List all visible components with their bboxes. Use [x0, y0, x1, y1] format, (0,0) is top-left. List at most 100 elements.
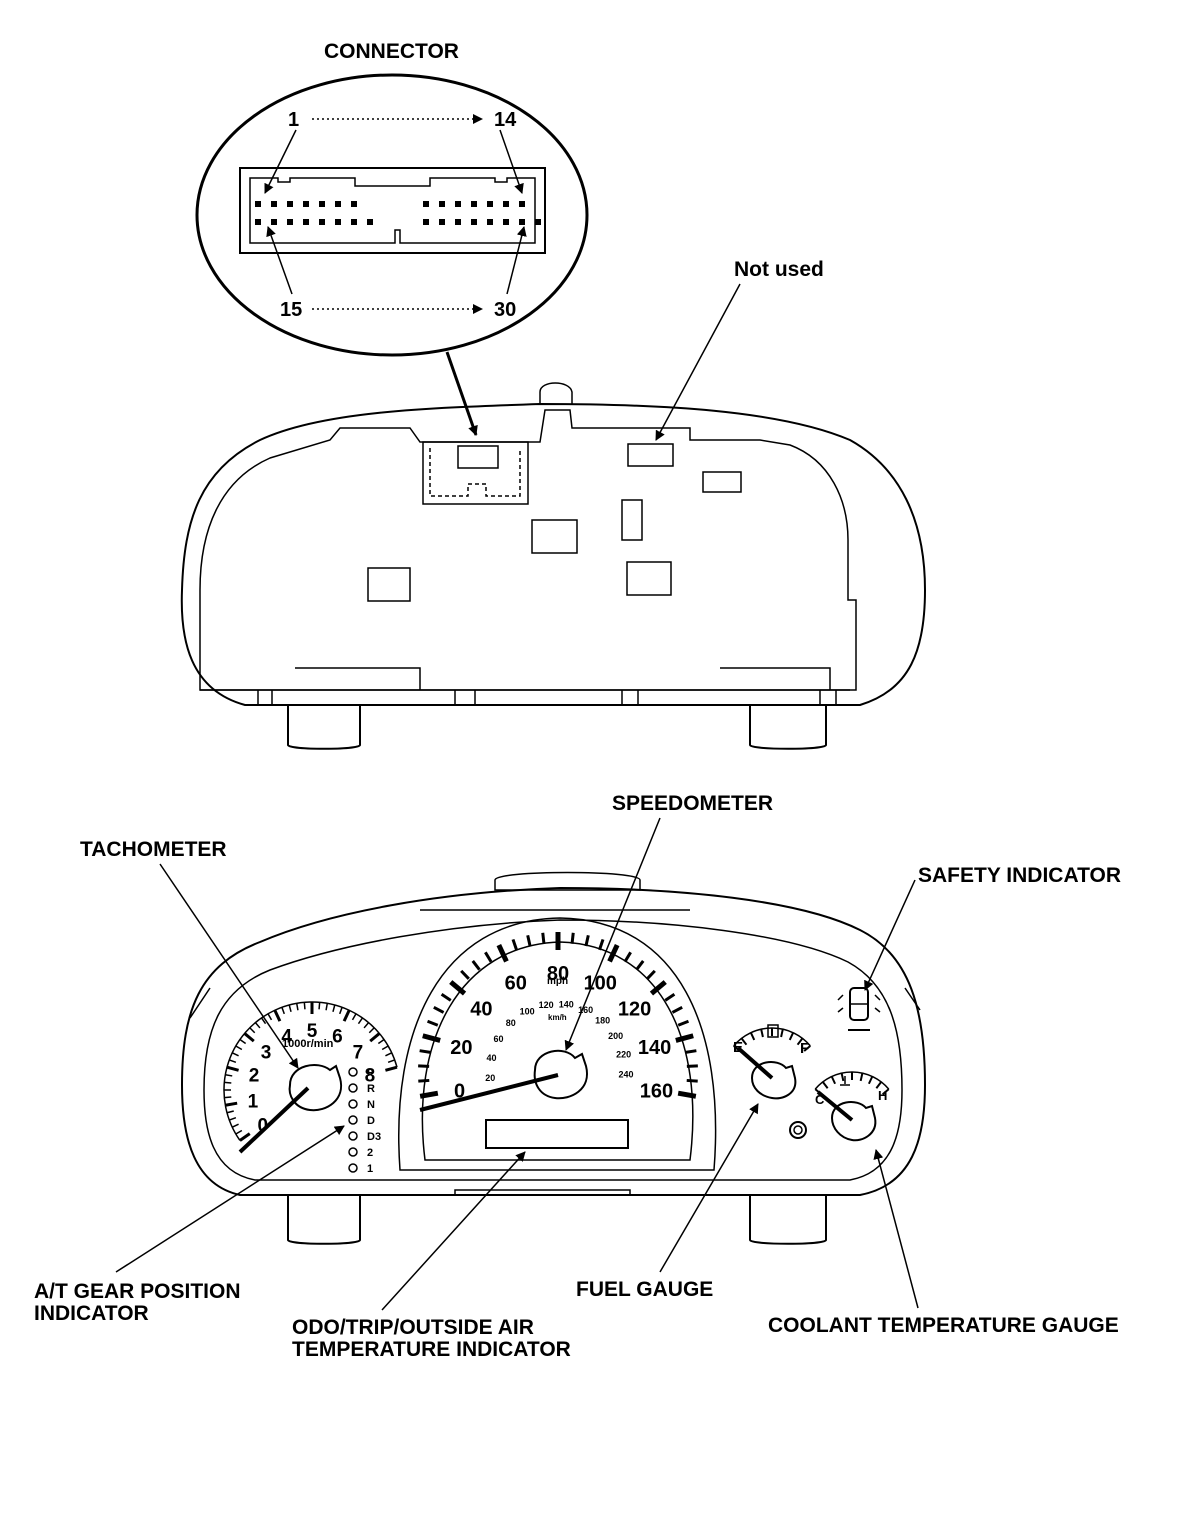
tachometer-tick	[224, 1081, 232, 1084]
gear-lamp	[348, 1163, 358, 1173]
tachometer-tick	[368, 1027, 375, 1034]
tachometer-tick	[385, 1052, 393, 1057]
connector-pin	[255, 219, 261, 225]
tachometer-tick	[387, 1059, 395, 1064]
connector-pin	[303, 219, 309, 225]
connector-housing	[239, 167, 546, 254]
speedometer-kmh-unit: km/h	[548, 1013, 567, 1022]
fuel-full-label: F	[800, 1040, 809, 1057]
fuel-gauge-dial: E F	[733, 1024, 811, 1100]
coolant-tick	[875, 1081, 883, 1089]
tachometer-tick	[254, 1022, 261, 1029]
safety-indicator-label: SAFETY INDICATOR	[918, 864, 1121, 887]
fuel-tick	[803, 1045, 811, 1052]
speedometer-tick	[623, 951, 632, 963]
speedometer-tick	[686, 1078, 698, 1083]
speedometer-kmh-number: 180	[595, 1016, 610, 1026]
connector-pin	[335, 201, 341, 207]
connector-pin	[439, 201, 445, 207]
speedometer-tick	[584, 934, 590, 947]
fuel-tick	[740, 1037, 748, 1046]
speedometer-mph-number: 120	[618, 999, 651, 1021]
tachometer-tick	[381, 1045, 389, 1051]
connector-pin	[423, 201, 429, 207]
tachometer-number: 6	[332, 1027, 343, 1048]
tachometer-tick	[318, 1002, 321, 1010]
speedometer-mph-number: 60	[505, 972, 527, 994]
rear-housing-outline	[180, 402, 927, 706]
tachometer-tick	[357, 1017, 364, 1025]
tachometer-tick	[243, 1032, 255, 1043]
gear-position-letter: N	[367, 1099, 375, 1111]
tachometer-number: 2	[249, 1065, 260, 1086]
connector-pin	[351, 219, 357, 225]
tachometer-tick	[377, 1038, 385, 1045]
connector-pin	[535, 219, 541, 225]
speedometer-tick	[598, 938, 605, 951]
leader-coolant-gauge	[873, 1149, 919, 1309]
fuel-gauge-label: FUEL GAUGE	[576, 1278, 713, 1301]
fuel-tick	[788, 1032, 795, 1041]
leader-safety-indicator	[864, 879, 916, 991]
coolant-gauge-ticks	[814, 1072, 890, 1096]
tachometer-tick	[239, 1038, 247, 1045]
gear-lamp	[348, 1147, 358, 1157]
connector-pin	[503, 201, 509, 207]
tachometer-number: 7	[353, 1042, 364, 1063]
tachometer-number: 1	[248, 1091, 259, 1112]
odo-trip-display	[485, 1119, 629, 1149]
front-mount-right	[749, 1195, 827, 1245]
speedometer-tick	[607, 944, 620, 963]
pin-number-15: 15	[280, 299, 302, 321]
tachometer-number: 5	[307, 1021, 318, 1042]
tachometer-tick	[231, 1123, 239, 1128]
tachometer-tick	[239, 1132, 251, 1142]
tachometer-tick	[249, 1027, 256, 1034]
speedometer-tick	[635, 960, 645, 971]
coolant-tick	[840, 1072, 845, 1082]
tachometer-tick	[226, 1110, 234, 1114]
tachometer-tick	[351, 1013, 357, 1021]
tachometer-tick	[338, 1007, 343, 1015]
leader-tachometer	[159, 863, 299, 1069]
tachometer-number: 4	[281, 1027, 292, 1048]
speedometer-needle	[419, 1073, 559, 1112]
leader-pin-15	[266, 226, 293, 295]
connector-pin	[287, 219, 293, 225]
connector-pin	[271, 219, 277, 225]
tachometer-tick	[235, 1045, 243, 1051]
connector-pin	[319, 201, 325, 207]
odo-label-line2: TEMPERATURE INDICATOR	[292, 1338, 571, 1361]
trip-reset-knob	[789, 1121, 807, 1139]
speedometer-mph-unit: mph	[547, 976, 568, 987]
speedometer-mph-number: 160	[640, 1080, 673, 1102]
front-bottom-rail	[420, 1189, 695, 1196]
speedometer-tick	[677, 1090, 697, 1099]
fuel-tick	[749, 1032, 756, 1041]
tachometer-tick	[273, 1009, 282, 1022]
tachometer-scale-arc	[223, 1001, 398, 1141]
coolant-gauge-dial: C H	[814, 1071, 890, 1142]
connector-pin	[487, 201, 493, 207]
connector-detail: CONNECTOR 1 14 15 30	[195, 40, 589, 357]
tachometer-tick	[295, 1003, 299, 1011]
gear-position-letter: R	[367, 1083, 375, 1095]
tachometer-tick	[231, 1052, 239, 1057]
speedometer-tick	[426, 1019, 439, 1027]
speedometer-ticks	[418, 932, 698, 1099]
bottom-clips	[257, 690, 837, 706]
rear-mount-left	[287, 705, 361, 750]
tachometer-unit: 1000r/min	[282, 1038, 334, 1050]
speedometer-tick	[496, 944, 509, 963]
connector-pin	[519, 219, 525, 225]
pin-number-14: 14	[494, 109, 517, 131]
connector-pin	[367, 219, 373, 225]
fuel-tick	[796, 1037, 804, 1046]
speedometer-kmh-number: 20	[485, 1073, 495, 1083]
connector-pin	[487, 219, 493, 225]
connector-magnifier-circle	[195, 73, 589, 357]
